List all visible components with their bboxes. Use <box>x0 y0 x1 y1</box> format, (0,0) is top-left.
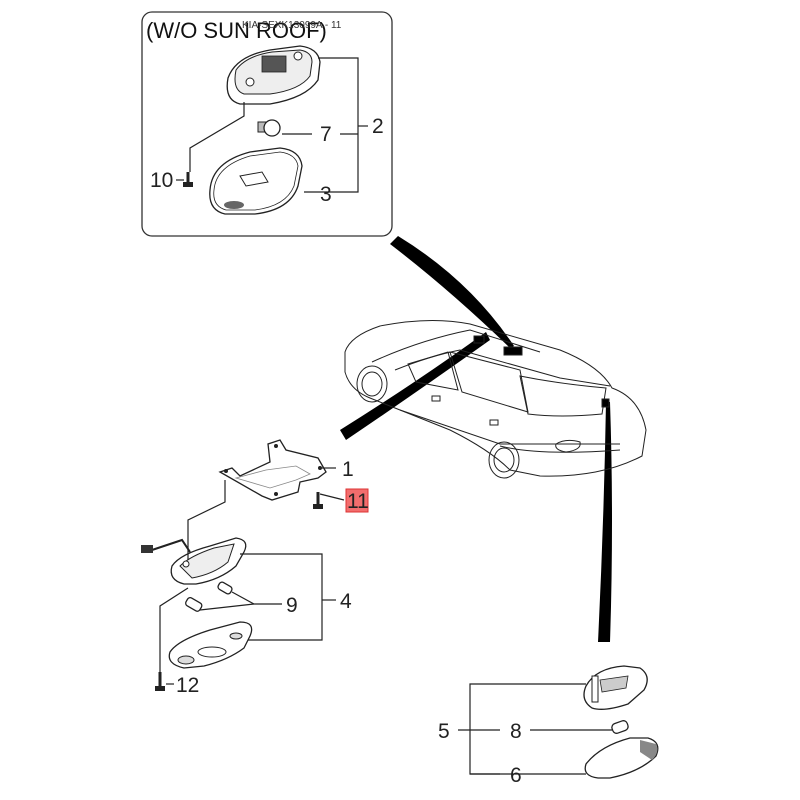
pointer-arrow-roof <box>390 236 514 348</box>
callout-2: 2 <box>372 115 384 138</box>
callout-10: 10 <box>150 169 173 192</box>
part-8-bulb[interactable] <box>611 720 629 735</box>
inset-title: (W/O SUN ROOF) <box>146 18 327 43</box>
callout-3: 3 <box>320 183 332 206</box>
part-2-room-lamp-housing[interactable] <box>226 45 321 105</box>
part-1-bracket[interactable] <box>218 439 327 501</box>
part-12-screw[interactable] <box>155 672 165 691</box>
highlight-box-11 <box>345 488 369 513</box>
vehicle-illustration <box>344 319 647 479</box>
inset-box-wo-sunroof: (W/O SUN ROOF) KIA-SEXK13099A - 11 <box>141 11 393 237</box>
part-10-screw[interactable] <box>183 172 193 187</box>
callout-9: 9 <box>286 594 298 617</box>
wire-connector <box>141 538 191 553</box>
part-6-trunk-lamp-lens[interactable] <box>584 737 659 779</box>
part-5-trunk-lamp-housing[interactable] <box>583 665 648 710</box>
callout-8: 8 <box>510 720 522 743</box>
part-3-lens[interactable] <box>209 147 303 215</box>
callout-12: 12 <box>176 674 199 697</box>
pointer-arrow-trunk-lamp <box>598 402 612 642</box>
part-11-screw[interactable] <box>313 492 323 509</box>
part-4-lamp-housing[interactable] <box>170 537 247 585</box>
part-7-bulb[interactable] <box>257 119 281 137</box>
part-9-bulb-upper[interactable] <box>217 581 233 595</box>
catalog-code: KIA-SEXK13099A - 11 <box>242 20 342 31</box>
callout-6: 6 <box>510 764 522 787</box>
callout-1: 1 <box>342 458 354 481</box>
callout-7: 7 <box>320 123 332 146</box>
part-9-bulb-lower[interactable] <box>185 596 203 613</box>
callout-5: 5 <box>438 720 450 743</box>
callout-11[interactable]: 11 <box>347 490 369 513</box>
part-4-lens-cover[interactable] <box>168 621 253 669</box>
callout-4: 4 <box>340 590 352 613</box>
